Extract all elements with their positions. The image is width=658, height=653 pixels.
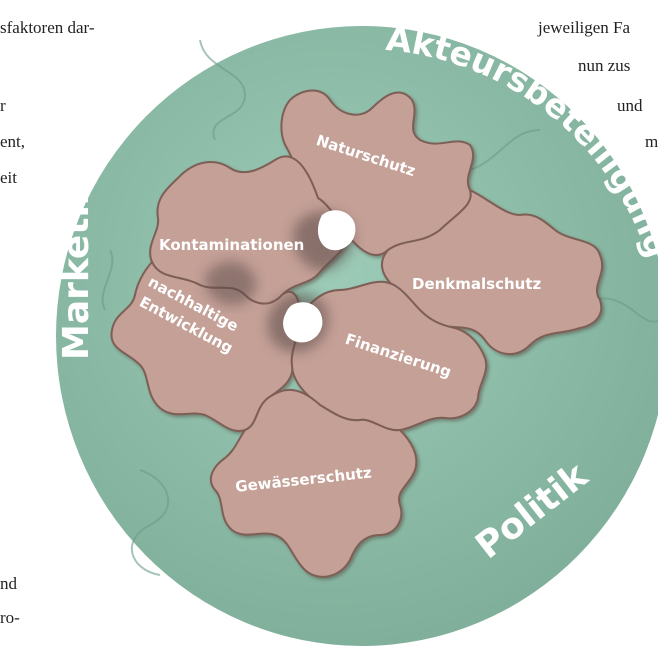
puzzle-holes xyxy=(205,210,356,352)
doc-left-line-4: eit xyxy=(0,168,17,187)
puzzle-piece-denkmalschutz xyxy=(381,188,603,355)
doc-left-line-5: nd xyxy=(0,574,17,593)
puzzle-piece-gewaesserschutz xyxy=(209,388,418,578)
doc-left-line-1: sfaktoren dar- xyxy=(0,18,95,37)
doc-right-line-1: jeweiligen Fa xyxy=(538,18,631,37)
background-puzzle-outlines xyxy=(101,39,658,576)
doc-right-line-3: und xyxy=(617,96,643,115)
doc-left-line-3: ent, xyxy=(0,132,26,151)
doc-left-line-2: r xyxy=(0,96,6,115)
label-denkmalschutz: Denkmalschutz xyxy=(412,275,542,293)
ring-label-marketing: Marketing xyxy=(56,154,97,360)
doc-left-line-6: ro- xyxy=(0,608,20,627)
doc-right-line-2: nun zus xyxy=(578,56,631,75)
label-kontaminationen: Kontaminationen xyxy=(159,236,304,254)
puzzle-piece-kontaminationen xyxy=(149,155,352,305)
doc-right-line-4: m xyxy=(645,132,658,151)
